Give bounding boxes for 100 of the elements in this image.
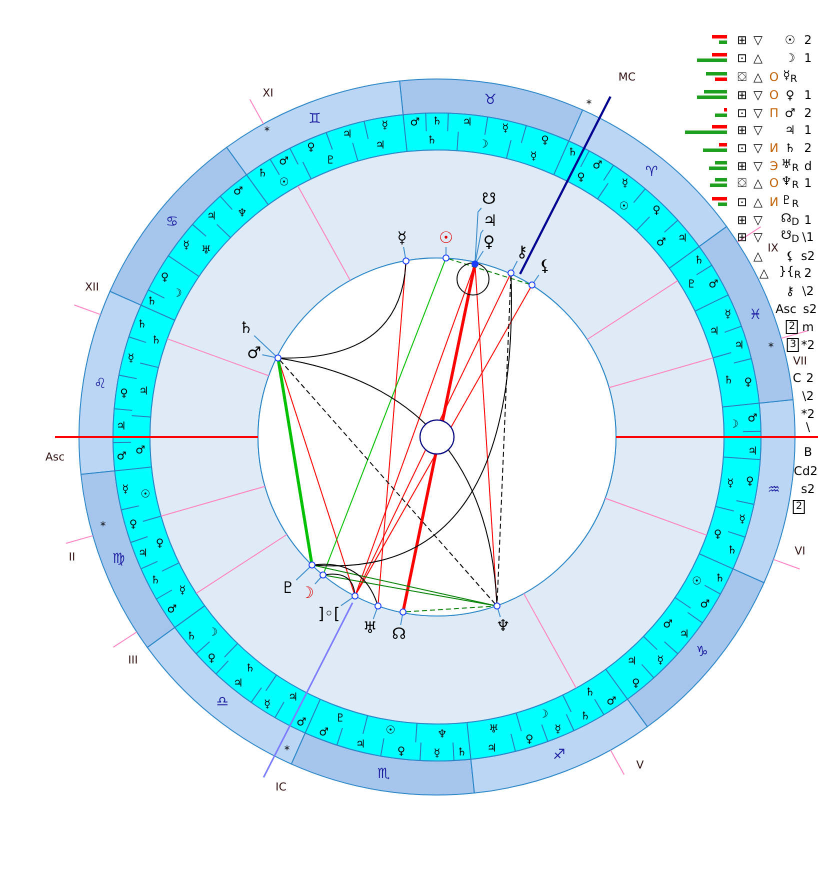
status-letter: О <box>769 71 779 83</box>
term-ruler-glyph: ♃ <box>462 116 472 128</box>
house-label: IX <box>768 242 778 254</box>
planet-glyph: ☿ <box>397 230 407 246</box>
aspect-symbol: ⛋ <box>738 71 746 83</box>
decan-ruler-glyph: ♆ <box>237 207 248 218</box>
term-ruler-glyph: ♄ <box>456 746 467 758</box>
term-ruler-glyph: ♀ <box>208 652 216 664</box>
table-glyph: ⚸ <box>786 250 794 262</box>
house-number: 2 <box>786 320 798 334</box>
term-ruler-glyph: ♄ <box>258 168 268 179</box>
planet-glyph: ☋ <box>482 191 496 207</box>
table-value: s2 <box>803 303 817 315</box>
decan-ruler-glyph: ♂ <box>662 618 673 630</box>
planet-glyph: ♆ <box>496 618 510 634</box>
planet-glyph: ☉ <box>438 230 454 246</box>
aspect-symbol: ⊡ <box>736 52 748 64</box>
term-ruler-glyph: ♄ <box>146 295 157 306</box>
term-ruler-glyph: ♃ <box>342 128 352 140</box>
element-symbol: △ <box>753 177 763 189</box>
term-ruler-glyph: ♂ <box>410 116 420 128</box>
decan-ruler-glyph: ♄ <box>426 134 437 146</box>
decan-ruler-glyph: ☿ <box>530 150 538 162</box>
aspect-symbol: ⊞ <box>736 214 748 226</box>
zodiac-sign-glyph: ♋ <box>166 215 178 230</box>
term-ruler-glyph: ♄ <box>694 254 704 266</box>
table-value: \1 <box>802 231 814 243</box>
status-letter: О <box>769 177 779 189</box>
table-glyph: }{$_{R}$ <box>778 264 802 282</box>
table-glyph: ☋$_{D}$ <box>780 228 800 246</box>
term-ruler-glyph: ♂ <box>747 412 758 424</box>
element-symbol: ▽ <box>753 142 763 154</box>
table-value: 1 <box>804 214 812 226</box>
term-ruler-glyph: ☿ <box>122 484 129 495</box>
decan-ruler-glyph: ☉ <box>140 488 150 500</box>
table-value: s2 <box>801 483 815 495</box>
element-symbol: △ <box>753 250 763 262</box>
table-value: d <box>804 160 812 172</box>
asterisk-mark: * <box>100 520 106 532</box>
decan-ruler-glyph: ♀ <box>576 172 586 183</box>
asterisk-mark: * <box>264 126 270 136</box>
table-value: m <box>802 321 814 333</box>
zodiac-sign-glyph: ♑ <box>696 644 708 659</box>
decan-ruler-glyph: ♆ <box>437 728 448 740</box>
term-ruler-glyph: ♃ <box>734 339 744 350</box>
term-ruler-glyph: ☿ <box>738 513 746 524</box>
table-value: 2 <box>804 142 812 154</box>
table-value: \ <box>806 421 810 433</box>
zodiac-sign-glyph: ♌ <box>94 376 106 391</box>
term-ruler-glyph: ♃ <box>206 210 217 221</box>
table-glyph: ♂ <box>784 107 796 119</box>
house-label: VII <box>793 356 807 366</box>
aspect-symbol: ⊡ <box>736 107 748 119</box>
term-ruler-glyph: ♃ <box>748 445 758 456</box>
table-value: 2 <box>804 107 812 119</box>
decan-ruler-glyph: ♀ <box>156 538 164 549</box>
house-label: Asc <box>45 452 65 462</box>
table-value: 2 <box>806 372 814 384</box>
term-ruler-glyph: ♃ <box>233 677 244 688</box>
term-ruler-glyph: ♂ <box>167 604 177 615</box>
element-symbol: ▽ <box>753 231 763 243</box>
decan-ruler-glyph: ♂ <box>135 444 146 456</box>
term-ruler-glyph: ♃ <box>678 232 688 244</box>
house-label: IC <box>276 782 286 792</box>
term-ruler-glyph: ♂ <box>708 278 718 290</box>
decan-ruler-glyph: ♃ <box>288 691 298 702</box>
house-label: V <box>636 760 644 770</box>
house-label: XI <box>262 88 274 98</box>
term-ruler-glyph: ☿ <box>724 308 732 320</box>
decan-ruler-glyph: ♇ <box>335 712 346 724</box>
house-number: 2 <box>792 500 806 514</box>
term-ruler-glyph: ♀ <box>744 376 752 388</box>
decan-ruler-glyph: ♀ <box>714 528 722 540</box>
zodiac-sign-glyph: ♓ <box>749 308 762 322</box>
zodiac-sign-glyph: ♎ <box>216 695 229 709</box>
planet-glyph: ♂ <box>246 345 262 361</box>
table-glyph: ♅$_{R}$ <box>781 158 799 174</box>
element-symbol: ▽ <box>753 89 763 101</box>
term-ruler-glyph: ☿ <box>381 120 388 131</box>
decan-ruler-glyph: ♄ <box>724 374 734 386</box>
status-letter: И <box>770 196 778 208</box>
table-value: \2 <box>802 390 814 402</box>
term-ruler-glyph: ♃ <box>138 547 148 558</box>
term-ruler-glyph: ♀ <box>160 271 169 282</box>
element-symbol: ▽ <box>753 107 763 119</box>
term-ruler-glyph: ♀ <box>397 745 406 756</box>
term-ruler-glyph: ☿ <box>657 654 664 666</box>
table-value: 1 <box>804 52 812 64</box>
table-value: B <box>804 446 812 458</box>
term-ruler-glyph: ☿ <box>182 239 190 250</box>
element-symbol: △ <box>753 52 763 64</box>
table-glyph: C <box>794 465 802 477</box>
term-ruler-glyph: ♂ <box>296 716 306 728</box>
term-ruler-glyph: ♄ <box>432 116 442 126</box>
table-value: 1 <box>804 177 812 189</box>
leader-line <box>400 614 403 626</box>
aspect-symbol: ⊞ <box>736 231 748 243</box>
term-ruler-glyph: ☿ <box>554 723 562 734</box>
term-ruler-glyph: ♃ <box>116 420 126 432</box>
decan-ruler-glyph: ☽ <box>208 626 218 638</box>
